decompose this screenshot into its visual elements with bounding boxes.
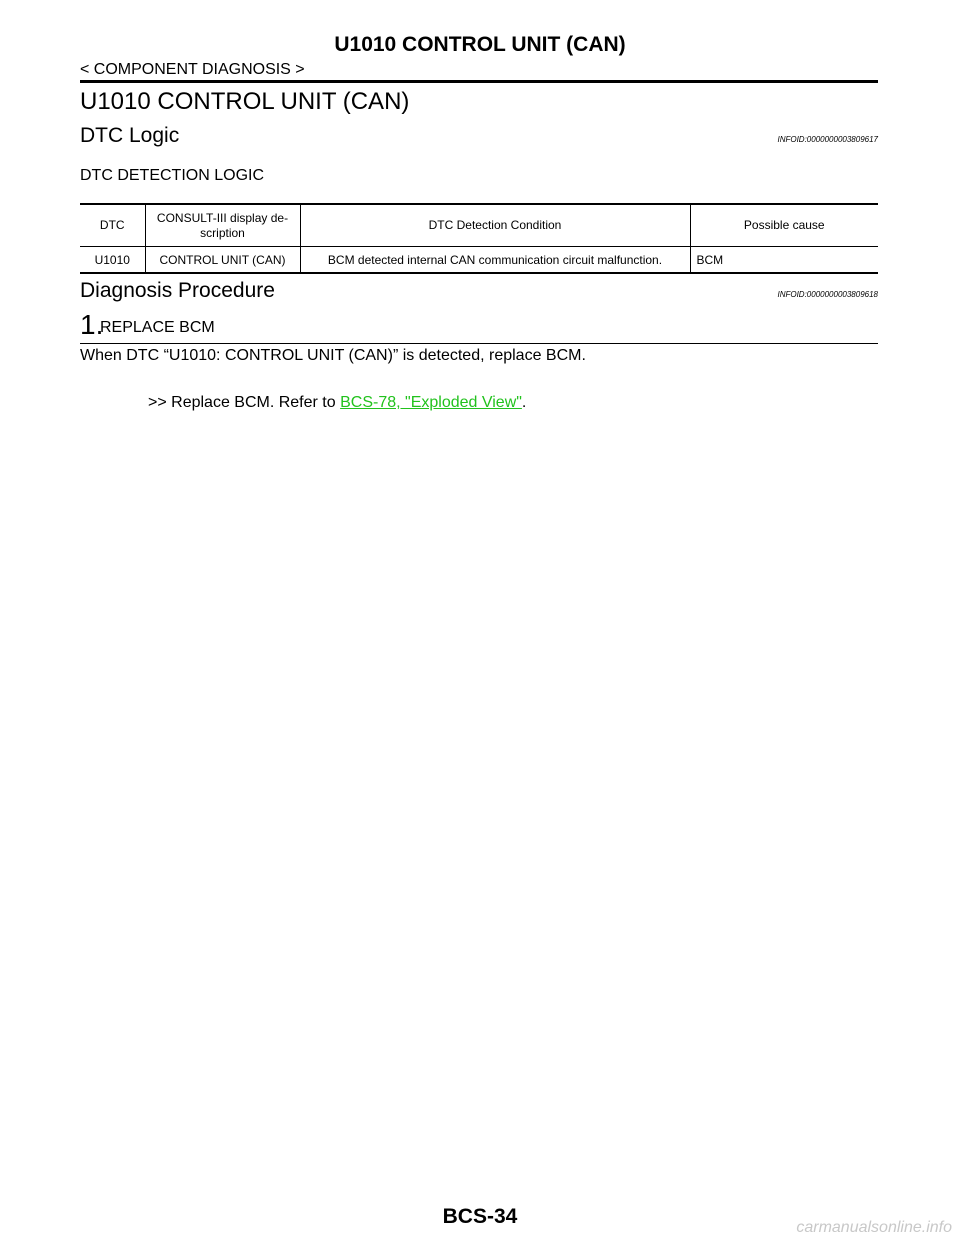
exploded-view-link[interactable]: BCS-78, "Exploded View" bbox=[340, 394, 522, 411]
diagnosis-infoid: INFOID:0000000003809618 bbox=[777, 290, 878, 299]
diagnosis-procedure-heading: Diagnosis Procedure bbox=[80, 279, 275, 302]
dtc-logic-heading: DTC Logic bbox=[80, 124, 180, 147]
header-possible-cause: Possible cause bbox=[689, 204, 878, 247]
step-result-prefix: >> Replace BCM. Refer to bbox=[148, 394, 341, 411]
header-divider bbox=[80, 80, 878, 83]
watermark: carmanualsonline.info bbox=[796, 1219, 952, 1236]
cell-display: CONTROL UNIT (CAN) bbox=[144, 246, 300, 273]
dtc-table-header-row: DTC CONSULT-III display de- scription DT… bbox=[80, 204, 878, 247]
step-result-suffix: . bbox=[521, 394, 527, 411]
section-breadcrumb: < COMPONENT DIAGNOSIS > bbox=[80, 61, 305, 78]
diagnosis-heading-row: Diagnosis Procedure INFOID:0000000003809… bbox=[80, 276, 878, 304]
dtc-detection-logic-label: DTC DETECTION LOGIC bbox=[80, 167, 265, 184]
step-title: REPLACE BCM bbox=[100, 319, 215, 336]
step-instruction: When DTC “U1010: CONTROL UNIT (CAN)” is … bbox=[80, 347, 586, 364]
cell-dtc: U1010 bbox=[94, 252, 130, 267]
step-result: >> Replace BCM. Refer to BCS-78, "Explod… bbox=[148, 392, 526, 414]
cell-cause: BCM bbox=[689, 246, 878, 273]
cell-condition: BCM detected internal CAN communication … bbox=[299, 246, 690, 273]
dtc-table: DTC CONSULT-III display de- scription DT… bbox=[80, 203, 878, 274]
main-title: U1010 CONTROL UNIT (CAN) bbox=[80, 88, 410, 115]
header-consult-line1: CONSULT-III display de- bbox=[156, 210, 289, 225]
header-consult-display: CONSULT-III display de- scription bbox=[144, 204, 300, 247]
step-number: 1. bbox=[80, 309, 104, 340]
step-1-header: 1. REPLACE BCM bbox=[80, 309, 878, 344]
dtc-logic-infoid: INFOID:0000000003809617 bbox=[777, 135, 878, 144]
dtc-logic-heading-row: DTC Logic INFOID:0000000003809617 bbox=[80, 121, 878, 149]
table-row: U1010 CONTROL UNIT (CAN) BCM detected in… bbox=[80, 246, 878, 273]
page-number: BCS-34 bbox=[442, 1205, 518, 1228]
header-consult-line2: scription bbox=[200, 225, 245, 240]
header-dtc: DTC bbox=[80, 204, 145, 247]
header-detection-condition: DTC Detection Condition bbox=[299, 204, 690, 247]
page-header-title: U1010 CONTROL UNIT (CAN) bbox=[334, 33, 626, 56]
